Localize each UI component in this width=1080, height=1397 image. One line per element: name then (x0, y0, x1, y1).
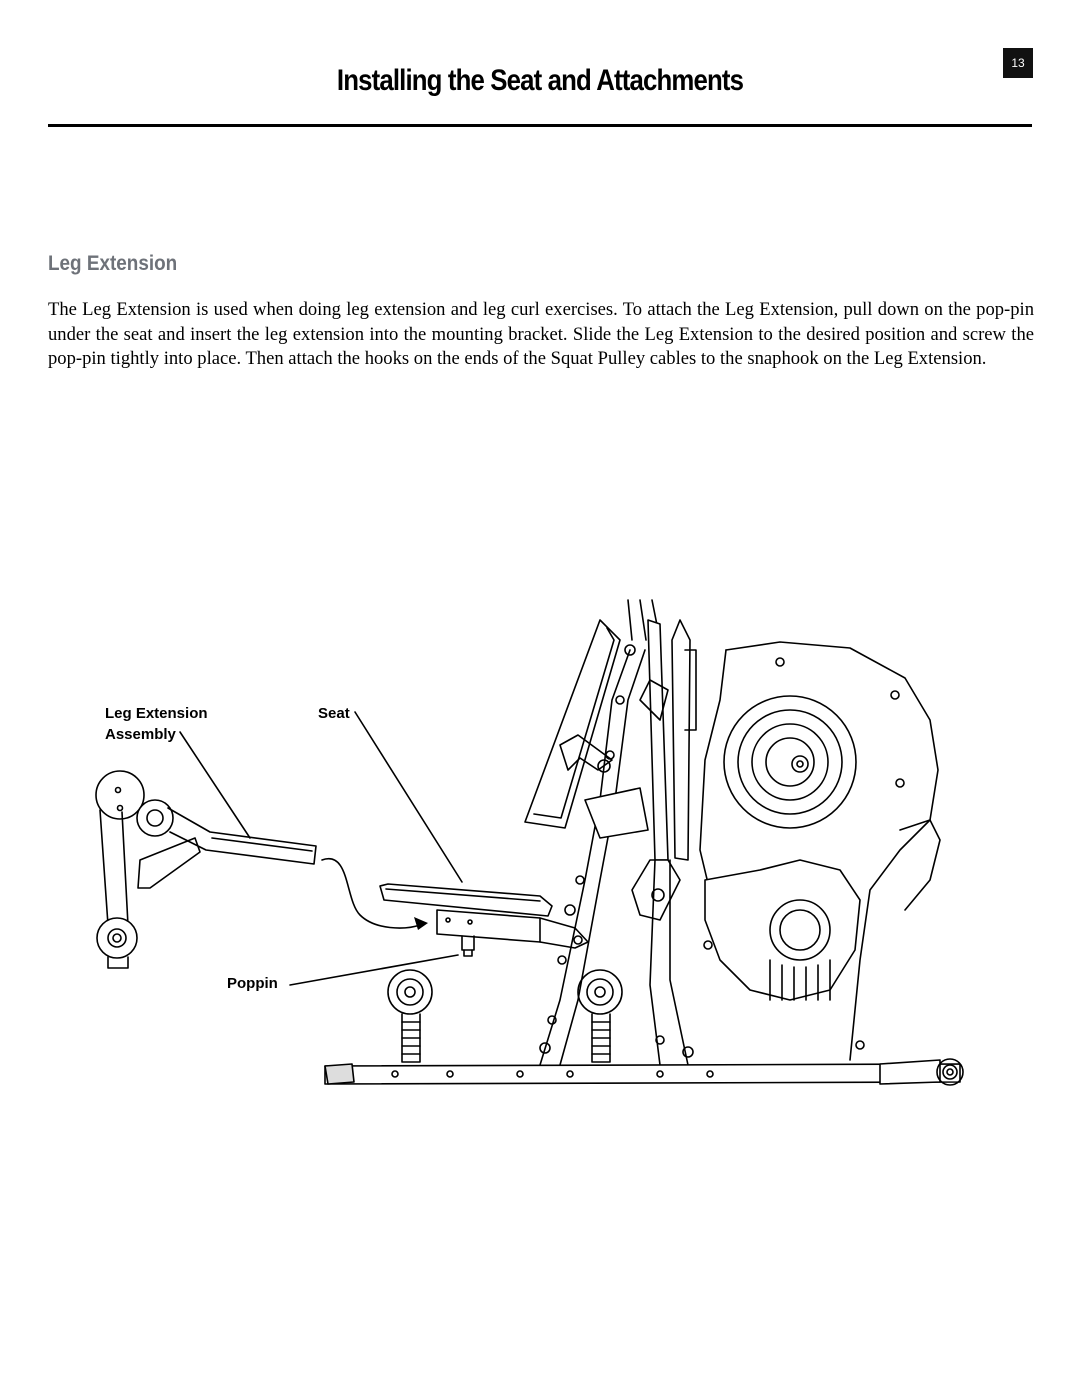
poppin-label: Poppin (227, 975, 278, 992)
page-number: 13 (1003, 48, 1033, 78)
seat-label: Seat (318, 705, 350, 722)
leg-extension-leader-line (179, 731, 251, 839)
callout-leader-lines (179, 711, 463, 986)
seat-drawing (379, 883, 589, 957)
leg-extension-assembly-label: Leg Extension Assembly (105, 705, 208, 743)
title-divider (48, 124, 1032, 127)
section-heading: Leg Extension (48, 252, 178, 275)
section-body-text: The Leg Extension is used when doing leg… (48, 299, 1034, 369)
page-title: Installing the Seat and Attachments (336, 64, 744, 97)
leg-extension-assembly-drawing (95, 770, 317, 969)
poppin-leader-line (289, 954, 459, 986)
insert-direction-arrow-icon (321, 857, 421, 929)
exercise-machine-drawing (324, 599, 964, 1086)
leg-extension-installation-diagram (95, 599, 964, 1086)
seat-leader-line (354, 711, 463, 883)
